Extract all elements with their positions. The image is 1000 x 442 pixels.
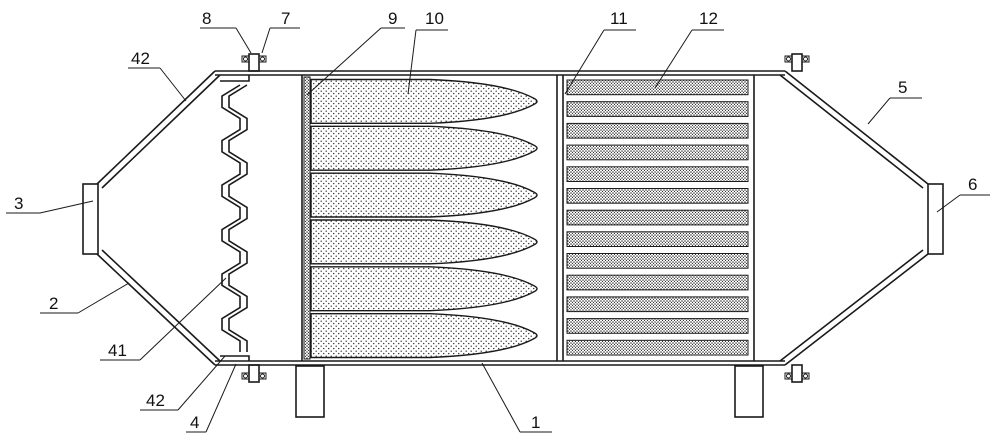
flange-bolt-bottom-left	[241, 364, 267, 383]
zigzag-baffle	[221, 84, 248, 352]
label-6: 6	[968, 175, 977, 194]
filter-plate	[566, 101, 749, 117]
label-3: 3	[14, 194, 23, 213]
label-11: 11	[610, 9, 628, 28]
label-5: 5	[898, 78, 907, 97]
baffle-bracket-bottom	[220, 355, 250, 361]
filter-plate	[566, 144, 749, 161]
leader-lines	[6, 27, 990, 433]
label-7: 7	[281, 9, 290, 28]
outlet-hood	[779, 70, 929, 366]
label-2: 2	[49, 294, 58, 313]
part-labels: 8 7 9 10 11 12 42 5 6 3 2 41 42 4 1	[14, 9, 977, 432]
filter-bag	[310, 172, 538, 218]
label-41: 41	[108, 341, 127, 360]
filter-bag	[310, 219, 538, 265]
filter-plate	[566, 209, 749, 226]
filter-plate	[566, 188, 749, 204]
flange-bolt-bottom-right	[784, 364, 810, 383]
zigzag-line-2	[228, 84, 248, 352]
label-1: 1	[531, 413, 540, 432]
main-housing	[215, 70, 785, 366]
label-8: 8	[202, 9, 211, 28]
label-42-bottom: 42	[146, 391, 165, 410]
inlet-pipe	[82, 183, 99, 255]
filter-plate	[566, 318, 749, 334]
inlet-hood	[96, 70, 221, 366]
filter-plate	[566, 166, 749, 183]
flange-bolt-top-left	[241, 53, 267, 72]
filter-plate	[566, 274, 749, 291]
filter-plates	[566, 79, 749, 356]
support-leg-left	[295, 365, 325, 418]
filter-plate	[566, 339, 749, 356]
filter-plate	[566, 122, 749, 139]
zigzag-line-1	[221, 84, 241, 352]
filter-bag	[310, 125, 538, 171]
filter-plate	[566, 231, 749, 248]
filter-plate	[566, 79, 749, 96]
flange-bolt-top-right	[784, 53, 810, 72]
baffle-bracket-top	[220, 75, 250, 82]
label-12: 12	[699, 9, 718, 28]
label-42-top: 42	[131, 49, 150, 68]
label-9: 9	[388, 9, 397, 28]
filter-bag	[310, 266, 538, 312]
filter-bag	[310, 312, 538, 359]
label-10: 10	[425, 9, 444, 28]
outlet-pipe	[927, 183, 944, 255]
support-leg-right	[734, 365, 764, 418]
filter-bag	[310, 78, 538, 125]
filter-bags	[310, 78, 538, 359]
label-4: 4	[190, 413, 199, 432]
perforated-plate	[303, 76, 311, 360]
filter-plate	[566, 296, 749, 313]
filter-plate	[566, 253, 749, 269]
